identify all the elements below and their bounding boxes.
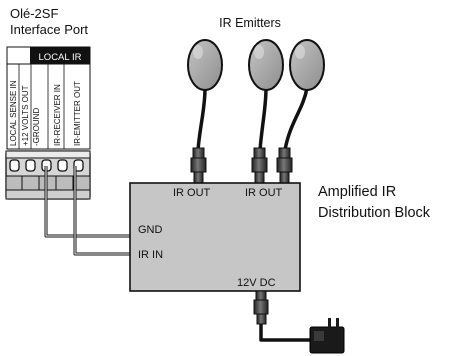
pin-label-12v-out: +12 VOLTS OUT [21,85,30,146]
ir-out-label-1: IR OUT [173,187,211,199]
emitter-cable-1 [196,87,207,151]
port-title-line2: Interface Port [10,22,88,37]
terminal-screw [25,159,36,172]
terminal-block [5,150,91,200]
plug-ir-out-2b [276,147,293,184]
plug-ir-out-1 [190,147,207,184]
adapter-prong [336,318,339,329]
pin-label-local-sense-in: LOCAL SENSE IN [9,80,18,146]
terminal-screw [57,159,68,172]
power-plug [253,290,269,325]
ir-emitter-3 [289,39,325,91]
gnd-label: GND [138,224,163,236]
terminal-screw [9,159,20,172]
block-title-line1: Amplified IR [318,184,396,200]
power-adapter [309,318,345,354]
ir-out-label-2: IR OUT [245,187,283,199]
local-ir-header [30,47,90,64]
port-title-line1: Olé-2SF [10,6,58,21]
pin-label-box [6,46,91,150]
emitter-cable-3 [283,87,309,151]
ir-emitter-2 [248,39,284,91]
ir-emitter-1 [187,39,223,91]
adapter-prong [328,318,331,329]
distribution-block [129,182,301,292]
plug-ir-out-2a [251,147,268,184]
block-title-line2: Distribution Block [318,205,431,221]
local-ir-header-label: LOCAL IR [39,52,82,63]
pin-label-ir-receiver-in: IR-RECEIVER IN [53,84,62,146]
power-cable [259,324,312,342]
ir-emitters-label: IR Emitters [219,16,281,30]
pin-label-ir-emitter-out: IR-EMITTER OUT [73,81,82,146]
power-label: 12V DC [237,277,276,289]
emitter-cable-2 [258,87,268,151]
pin-label-ground: -GROUND [32,108,41,146]
ir-in-label: IR IN [138,249,163,261]
